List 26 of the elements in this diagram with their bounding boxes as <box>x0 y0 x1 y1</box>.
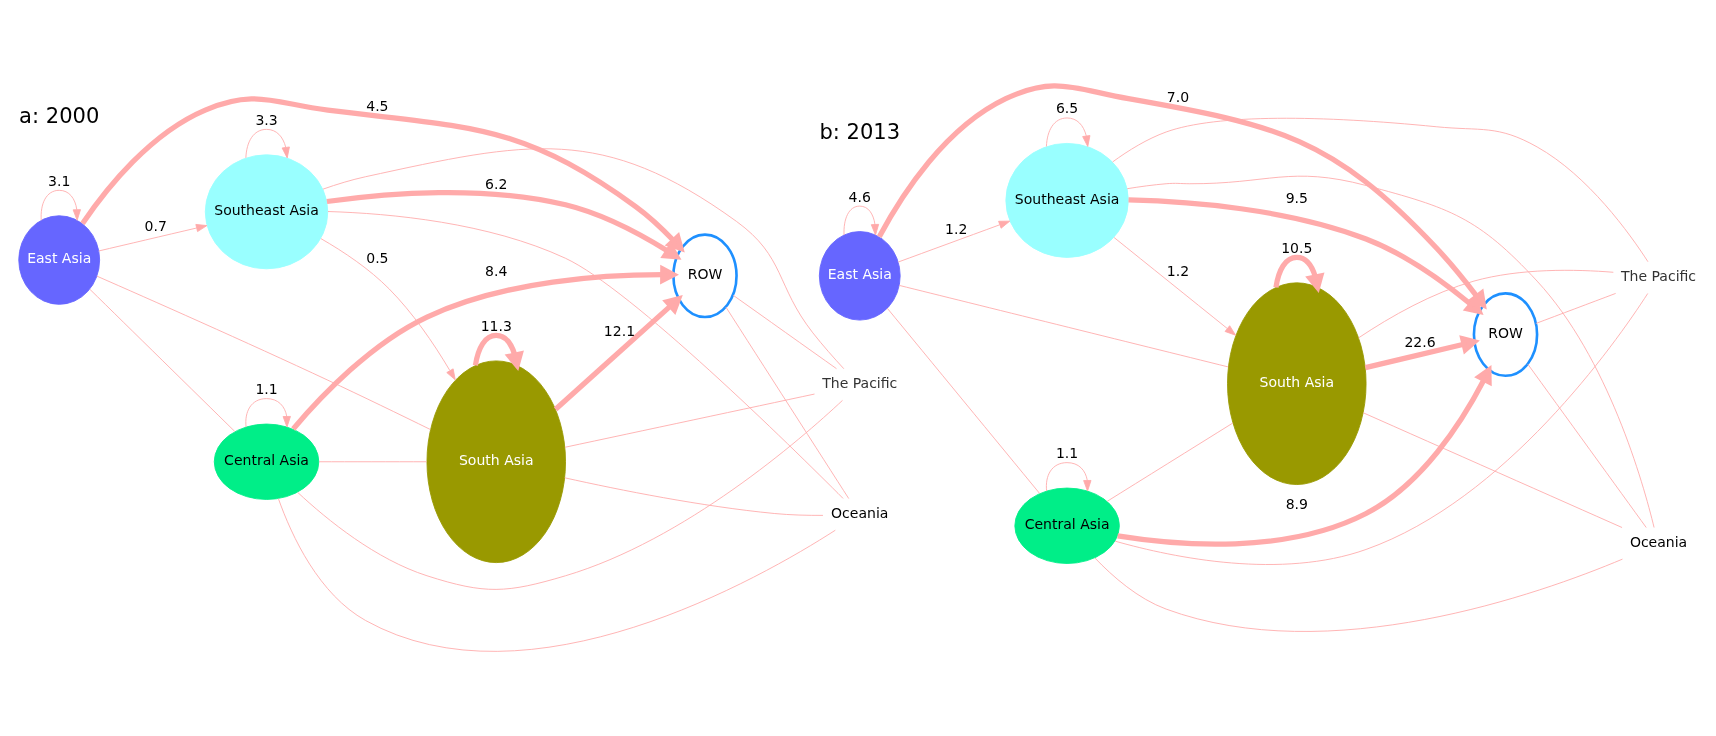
edge-label: 0.7 <box>144 217 167 234</box>
edge-label: 8.9 <box>1285 495 1308 512</box>
edge-label: 12.1 <box>603 322 636 339</box>
node-text: Oceania <box>1629 533 1688 550</box>
label: a: 2000 <box>19 102 100 128</box>
edge-label: 3.1 <box>48 172 71 189</box>
edge-label: 22.6 <box>1404 333 1436 350</box>
edge-label: 1.2 <box>1166 262 1190 279</box>
edge-label: 7.0 <box>1166 88 1190 105</box>
edge-label: 6.2 <box>485 175 508 192</box>
edge-label: 11.3 <box>480 317 512 334</box>
edge-label: 3.3 <box>255 111 278 128</box>
label: b: 2013 <box>819 118 901 144</box>
edge-label: 4.6 <box>848 188 871 205</box>
node-text: The Pacific <box>1621 267 1697 284</box>
edge-label: 1.1 <box>255 380 278 397</box>
edge-label: 10.5 <box>1281 239 1313 256</box>
edge-label: 1.1 <box>1055 444 1079 461</box>
edge-label: 6.5 <box>1055 99 1079 116</box>
edge-label: 4.5 <box>366 97 389 114</box>
node-text: The Pacific <box>822 374 898 391</box>
node-text: Oceania <box>831 504 889 521</box>
edge-label: 9.5 <box>1285 189 1308 206</box>
edge-label: 8.4 <box>485 262 508 279</box>
edge-label: 0.5 <box>366 249 389 266</box>
edge-label: 1.2 <box>945 220 968 237</box>
